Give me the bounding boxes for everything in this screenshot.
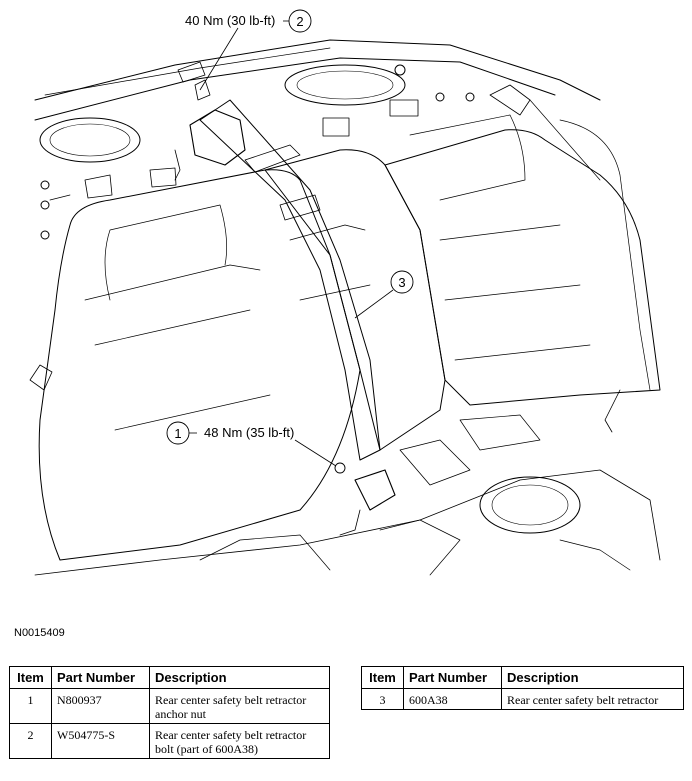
- header-item: Item: [9, 666, 52, 689]
- seat-back-right: [384, 129, 661, 406]
- cell-description: Rear center safety belt retractor: [501, 688, 684, 710]
- cell-description: Rear center safety belt retractor bolt (…: [149, 723, 330, 759]
- callout-2: 40 Nm (30 lb-ft) 2: [185, 9, 312, 91]
- cell-description: Rear center safety belt retractor anchor…: [149, 688, 330, 724]
- center-belt-webbing: [199, 99, 381, 461]
- table-row: 1 N800937 Rear center safety belt retrac…: [9, 688, 330, 724]
- callout-3-number: 3: [398, 275, 405, 290]
- speaker-right: [284, 64, 406, 106]
- cell-item: 2: [9, 723, 52, 759]
- table-row: 2 W504775-S Rear center safety belt retr…: [9, 723, 330, 759]
- cell-part-number: 600A38: [403, 688, 502, 710]
- seat-back-left: [38, 169, 361, 561]
- header-description: Description: [501, 666, 684, 689]
- speaker-left: [39, 117, 141, 163]
- callout-3: 3: [354, 270, 414, 319]
- parts-table-left: Item Part Number Description 1 N800937 R…: [9, 666, 330, 759]
- header-part-number: Part Number: [403, 666, 502, 689]
- figure-id: N0015409: [14, 627, 65, 639]
- retractor-housing: [189, 109, 246, 166]
- header-item: Item: [361, 666, 404, 689]
- seat-back-center: [264, 149, 446, 451]
- header-part-number: Part Number: [51, 666, 150, 689]
- floor-pan: [34, 469, 661, 576]
- cell-item: 3: [361, 688, 404, 710]
- table-header-row: Item Part Number Description: [361, 666, 684, 689]
- callout-1-number: 1: [174, 426, 181, 441]
- cell-part-number: N800937: [51, 688, 150, 724]
- callout-2-number: 2: [296, 14, 303, 29]
- table-header-row: Item Part Number Description: [9, 666, 330, 689]
- parts-table-right: Item Part Number Description 3 600A38 Re…: [361, 666, 684, 710]
- cell-item: 1: [9, 688, 52, 724]
- header-description: Description: [149, 666, 330, 689]
- table-row: 3 600A38 Rear center safety belt retract…: [361, 688, 684, 710]
- callout-2-torque: 40 Nm (30 lb-ft): [185, 13, 275, 28]
- buckle: [354, 469, 396, 511]
- callout-1: 1 48 Nm (35 lb-ft): [166, 421, 337, 467]
- seat-belt-illustration: 40 Nm (30 lb-ft) 2 3 1 48 Nm (35 lb-ft): [29, 9, 661, 576]
- cell-part-number: W504775-S: [51, 723, 150, 759]
- package-tray: [34, 39, 601, 101]
- callout-1-torque: 48 Nm (35 lb-ft): [204, 425, 294, 440]
